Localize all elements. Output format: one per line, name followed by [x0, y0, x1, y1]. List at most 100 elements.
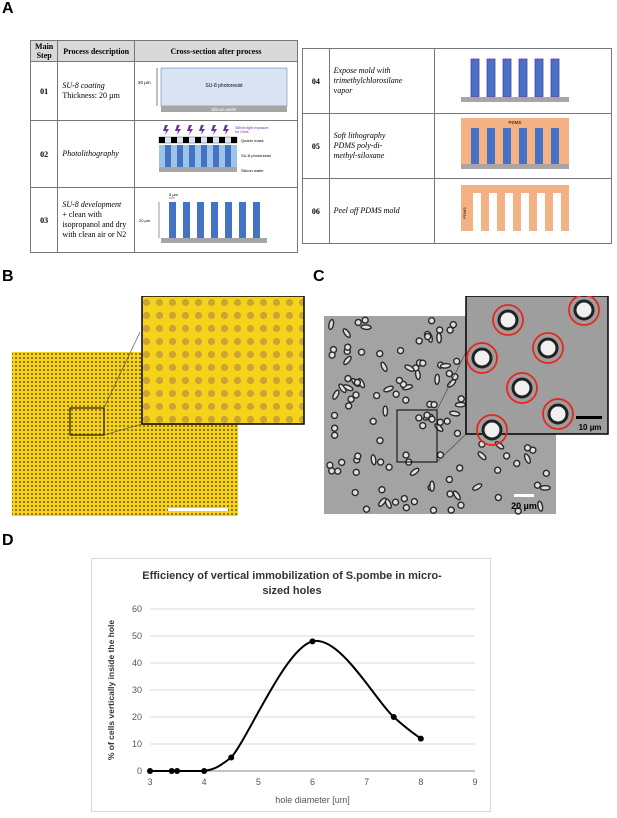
cell [391, 498, 400, 506]
cross-section-photolithography: 365nm light exposure for 10ms Quartz mas… [134, 120, 298, 188]
cell [402, 503, 411, 512]
cell [452, 490, 461, 501]
cell [446, 490, 454, 498]
cell [357, 348, 366, 356]
cell [361, 316, 369, 324]
cell [343, 355, 352, 366]
cell [435, 326, 444, 334]
cell [448, 410, 461, 417]
cell [539, 484, 551, 491]
y-tick-label: 0 [137, 766, 142, 776]
data-point [168, 768, 175, 774]
cell [457, 501, 465, 509]
step-number: 03 [29, 187, 59, 253]
step-number: 05 [302, 113, 330, 179]
process-table-left: Main Step Process description Cross-sect… [29, 40, 298, 253]
cell [343, 343, 352, 351]
data-point [309, 638, 316, 645]
svg-text:SU-8 photoresist: SU-8 photoresist [241, 153, 272, 158]
cell [428, 415, 436, 423]
y-tick-label: 50 [132, 631, 142, 641]
cell [513, 459, 521, 468]
cell [376, 436, 384, 445]
cell [396, 346, 405, 355]
process-table-right: 04 Expose mold with trimethylchlorosilan… [302, 48, 612, 244]
data-point [390, 714, 397, 720]
cell [342, 384, 354, 392]
svg-text:PDMS: PDMS [508, 120, 521, 125]
x-tick-label: 3 [147, 777, 152, 787]
data-point [228, 754, 235, 761]
panel-b-micrograph [10, 295, 308, 518]
cell [436, 451, 445, 459]
cell [494, 493, 503, 502]
step-description: Expose mold with trimethylchlorosilane v… [328, 48, 436, 114]
cell [453, 429, 462, 438]
cell [454, 401, 467, 408]
cell [352, 468, 360, 476]
svg-text:Silicon wafer: Silicon wafer [211, 107, 237, 112]
step-description: SU-8 coating Thickness: 20 µm [57, 61, 135, 121]
svg-text:Silicon wafer: Silicon wafer [241, 168, 264, 173]
cell [378, 497, 387, 507]
cell [427, 317, 436, 325]
cell [369, 417, 377, 426]
scale-label-c-main: 20 µm [511, 501, 537, 511]
cell [383, 385, 394, 393]
cell [547, 403, 569, 425]
cell [402, 451, 410, 459]
highlighted-cell-ring [466, 342, 498, 374]
cell [380, 361, 388, 373]
svg-text:20 µm: 20 µm [138, 80, 151, 85]
chart-container: Efficiency of vertical immobilization of… [91, 558, 491, 812]
cross-section-soft-lithography: PDMS [434, 113, 612, 179]
cell [493, 466, 502, 474]
y-tick-label: 30 [132, 685, 142, 695]
cell [328, 318, 335, 331]
data-point [417, 735, 424, 742]
cell [330, 431, 339, 439]
scale-bar-c-inset [576, 416, 602, 419]
cell [354, 318, 362, 327]
cell [443, 417, 451, 425]
highlighted-cell-ring [506, 372, 538, 404]
step-description: Soft lithography PDMS poly-di- methyl-si… [328, 113, 436, 179]
y-tick-label: 20 [132, 712, 142, 722]
cell [502, 452, 511, 460]
cell [415, 337, 423, 345]
cell [446, 326, 454, 334]
cell [419, 359, 427, 367]
highlighted-cell-ring [532, 332, 564, 364]
cell [445, 475, 454, 484]
cell [452, 357, 461, 366]
highlighted-cell-ring [476, 414, 508, 446]
cell [337, 458, 346, 467]
overview-selection-box [69, 407, 105, 436]
x-tick-label: 8 [418, 777, 423, 787]
cross-section-peel-off: PDMS [434, 178, 612, 244]
cell [392, 390, 400, 398]
cell [382, 405, 389, 417]
cell [472, 483, 483, 491]
cell [429, 506, 438, 514]
cell [354, 452, 362, 460]
cell [372, 391, 381, 400]
cross-section-su8-coating: SU-8 photoresist Silicon wafer 20 µm [134, 61, 298, 121]
cell [429, 480, 435, 492]
cell [523, 444, 532, 452]
x-tick-label: 7 [364, 777, 369, 787]
cell [378, 486, 386, 494]
cell [573, 299, 595, 321]
cell [439, 362, 452, 369]
cell [402, 396, 410, 404]
cell [410, 497, 419, 506]
data-point [147, 768, 153, 774]
svg-text:for 10ms: for 10ms [235, 130, 249, 134]
cell [436, 332, 442, 344]
x-axis-label: hole diameter [um] [275, 795, 350, 805]
cell [330, 424, 339, 432]
y-axis-label: % of cells vertically inside the hole [106, 620, 116, 761]
zoom-inset [141, 295, 305, 425]
cell [434, 373, 441, 386]
